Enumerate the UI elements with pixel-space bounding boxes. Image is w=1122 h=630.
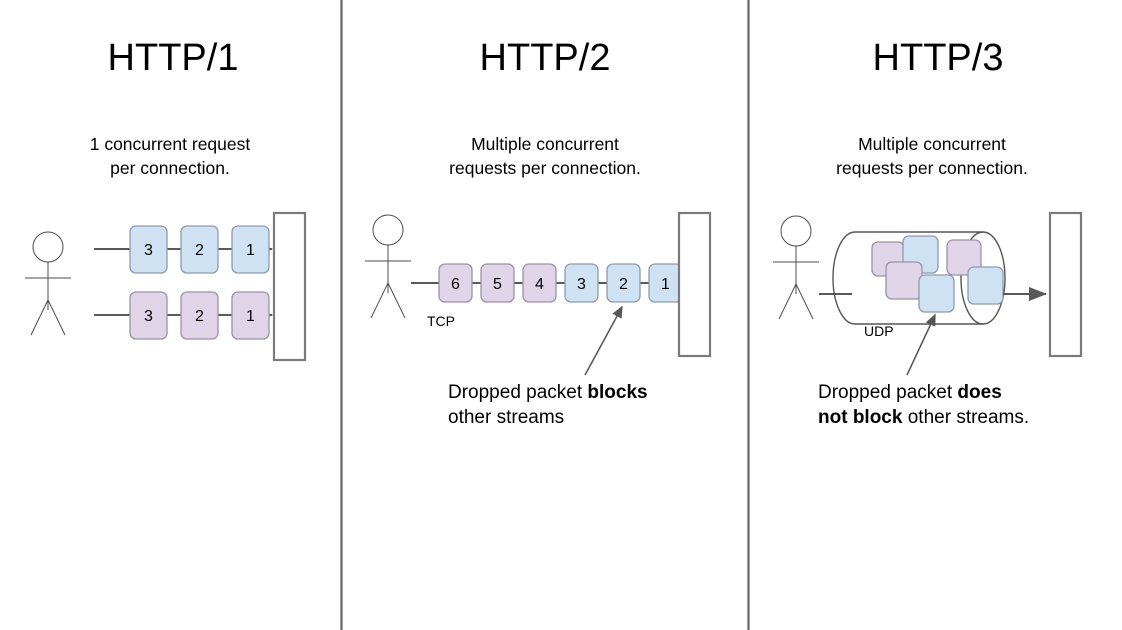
packet[interactable]: 4 (522, 263, 557, 303)
annotation-span: Dropped packet (818, 382, 957, 403)
packet-dropped[interactable] (918, 274, 955, 313)
person-icon (25, 231, 71, 336)
packet[interactable] (946, 239, 982, 276)
packet-label: 3 (144, 242, 153, 259)
annotation-span-bold: does (957, 382, 1001, 403)
server-icon (272, 211, 307, 362)
packet[interactable]: 3 (129, 291, 168, 340)
packet[interactable]: 3 (564, 263, 599, 303)
panel-http3: HTTP/3 Multiple concurrent requests per … (773, 37, 1083, 428)
annotation-line-2: other streams (448, 407, 564, 428)
packet[interactable]: 1 (231, 225, 270, 274)
packet-label: 1 (246, 242, 255, 259)
panel-subtitle-line-2: per connection. (110, 158, 230, 178)
transport-label: UDP (864, 323, 894, 339)
packet-label: 1 (246, 308, 255, 325)
packet[interactable]: 3 (129, 225, 168, 274)
annotation-span: other streams. (902, 407, 1029, 428)
person-icon (365, 214, 411, 319)
packet-label: 2 (195, 242, 204, 259)
packet-label: 4 (535, 276, 544, 293)
server-icon (1048, 211, 1083, 358)
annotation-arrow (906, 313, 936, 376)
packet-label: 3 (144, 308, 153, 325)
packet[interactable]: 5 (480, 263, 515, 303)
packet[interactable] (885, 261, 923, 300)
annotation-span-bold: blocks (587, 382, 647, 403)
packet-label: 6 (451, 276, 460, 293)
packet-label: 5 (493, 276, 502, 293)
panel-http1: HTTP/1 1 concurrent request per connecti… (25, 37, 307, 362)
stream-purple-row: 3 2 1 (94, 291, 273, 340)
packet-label: 2 (619, 276, 628, 293)
packet-label: 3 (577, 276, 586, 293)
packet-dropped[interactable]: 2 (606, 263, 641, 303)
person-icon (773, 215, 819, 320)
panel-subtitle-line-1: 1 concurrent request (90, 134, 251, 154)
packet-label: 1 (661, 276, 670, 293)
panel-http2: HTTP/2 Multiple concurrent requests per … (365, 37, 712, 428)
stream-blue-row: 3 2 1 (94, 225, 273, 274)
panel-subtitle-line-1: Multiple concurrent (471, 134, 619, 154)
panel-title: HTTP/2 (480, 37, 611, 79)
packet[interactable] (967, 266, 1004, 305)
server-icon (677, 211, 712, 358)
panel-title: HTTP/3 (873, 37, 1004, 79)
annotation-span: Dropped packet (448, 382, 587, 403)
panel-subtitle-line-1: Multiple concurrent (858, 134, 1006, 154)
annotation-line-1: Dropped packet blocks (448, 382, 648, 403)
cylinder-packets (871, 235, 1004, 313)
udp-cylinder-icon (832, 231, 1006, 325)
stream-mixed-row: 6 5 4 3 2 (411, 263, 691, 303)
annotation-span-bold: not block (818, 407, 903, 428)
packet[interactable]: 6 (438, 263, 473, 303)
annotation-line-2: not block other streams. (818, 407, 1029, 428)
annotation-line-1: Dropped packet does (818, 382, 1002, 403)
packet-label: 2 (195, 308, 204, 325)
packet[interactable]: 2 (180, 291, 219, 340)
packet[interactable]: 1 (648, 263, 683, 303)
annotation-arrow (584, 305, 623, 376)
transport-label: TCP (427, 313, 455, 329)
panel-subtitle-line-2: requests per connection. (449, 158, 641, 178)
panel-subtitle-line-2: requests per connection. (836, 158, 1028, 178)
packet[interactable]: 2 (180, 225, 219, 274)
packet[interactable]: 1 (231, 291, 270, 340)
panel-title: HTTP/1 (108, 37, 239, 79)
